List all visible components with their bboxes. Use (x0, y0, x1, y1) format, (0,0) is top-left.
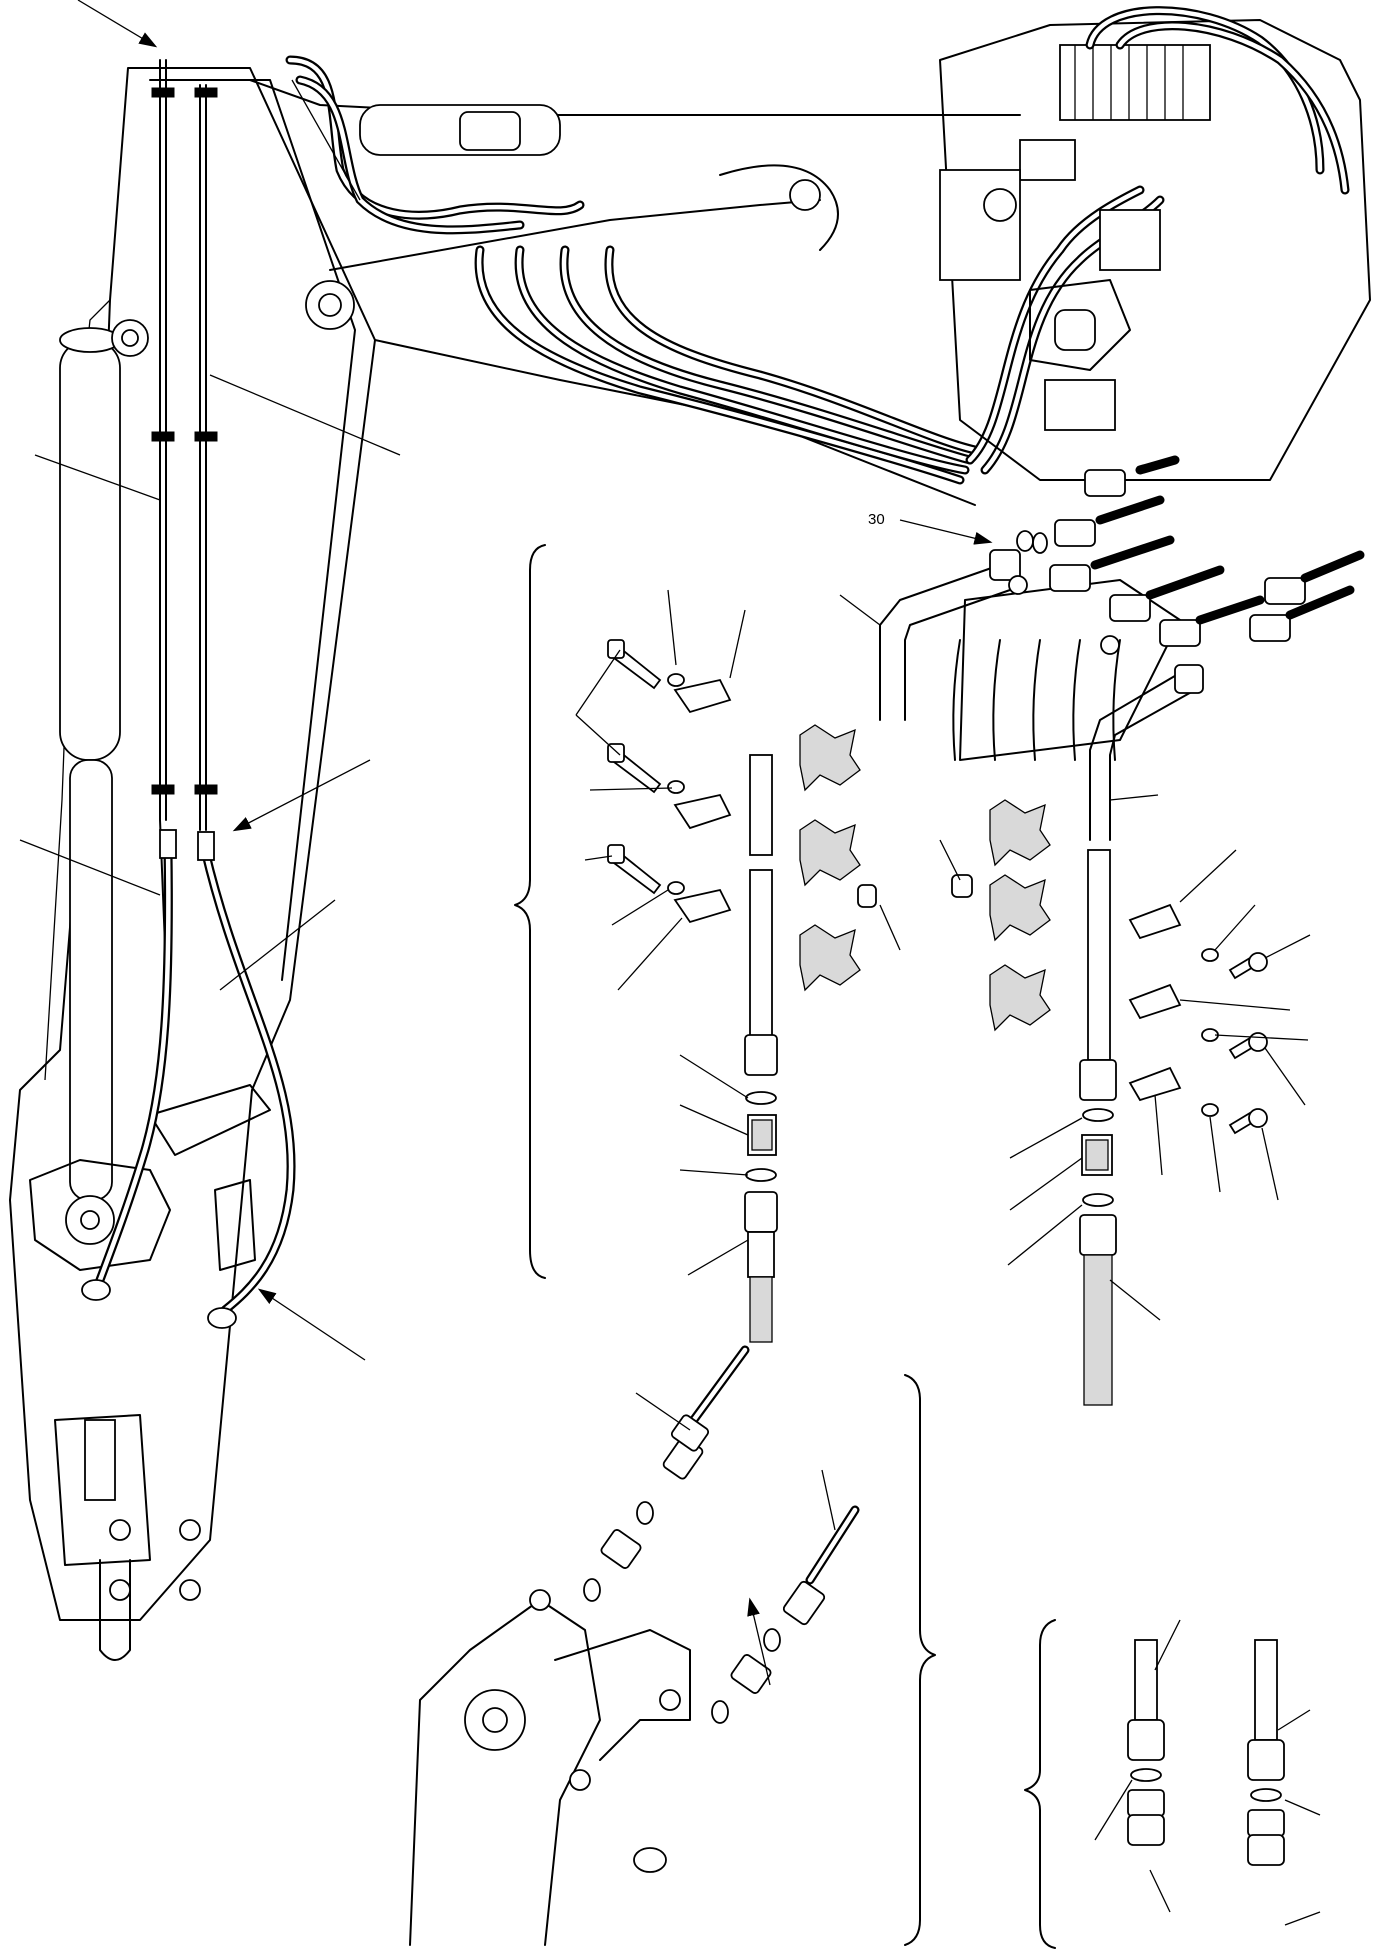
boom-and-hoses (249, 55, 1165, 506)
detail-c (1024, 1619, 1285, 1949)
dipper-flex-hoses (81, 829, 296, 1329)
leader-lines (19, 0, 1321, 1926)
dipper-arm (9, 67, 376, 1661)
detail-a-bent-pipe (879, 530, 1034, 721)
detail-a-left-pipe (744, 754, 778, 1343)
control-valve-block (939, 6, 1371, 481)
detail-a-right-clamps (951, 799, 1268, 1135)
detail-a-manifold (952, 455, 1365, 761)
callout-label-30: 30 (868, 511, 885, 528)
detail-b (409, 1345, 936, 1946)
detail-a-right-pipe (1079, 664, 1204, 1406)
detail-a-bracket (514, 544, 546, 1279)
detail-a-left-clamps (607, 639, 877, 992)
